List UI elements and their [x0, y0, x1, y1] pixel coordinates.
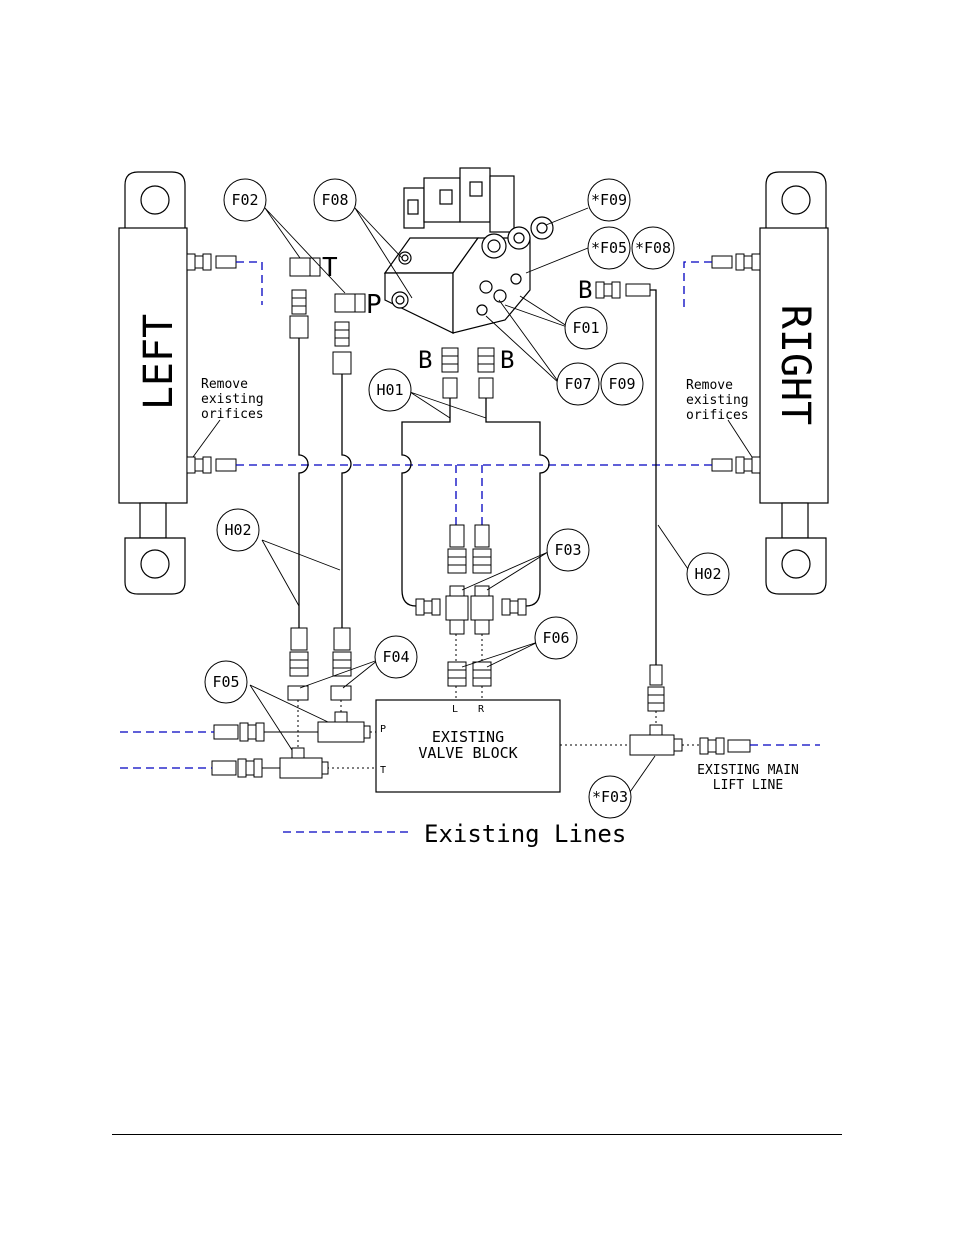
callout-f08-star: *F08 — [632, 227, 674, 269]
callout-f05: F05 — [205, 661, 247, 703]
svg-text:Remove: Remove — [201, 377, 248, 392]
left-cylinder-label: LEFT — [136, 314, 182, 410]
right-cylinder: RIGHT — [760, 172, 828, 594]
left-cylinder: LEFT — [119, 172, 187, 594]
callout-h01: H01 — [369, 369, 411, 411]
svg-text:F04: F04 — [382, 648, 409, 666]
b-fittings — [442, 348, 494, 398]
svg-text:*F09: *F09 — [591, 191, 627, 209]
callout-f06: F06 — [535, 617, 577, 659]
legend-label: Existing Lines — [424, 820, 626, 848]
svg-text:F08: F08 — [321, 191, 348, 209]
callout-f07: F07 — [557, 363, 599, 405]
svg-text:H02: H02 — [224, 521, 251, 539]
main-lift-line2: LIFT LINE — [713, 778, 783, 793]
svg-text:Remove: Remove — [686, 378, 733, 393]
callout-f09-star: *F09 — [588, 179, 630, 221]
callout-f01: F01 — [565, 307, 607, 349]
callout-f04: F04 — [375, 636, 417, 678]
block-port-t: T — [380, 765, 386, 776]
callout-f08: F08 — [314, 179, 356, 221]
port-label-p: P — [366, 290, 382, 320]
callout-h02-left: H02 — [217, 509, 259, 551]
callout-f02: F02 — [224, 179, 266, 221]
note-remove-orifices-right: Remove existing orifices — [686, 378, 752, 457]
port-label-b-mid: B — [500, 346, 514, 374]
legend-existing-lines: Existing Lines — [283, 820, 626, 848]
block-port-p: P — [380, 724, 386, 735]
block-port-l: L — [452, 704, 458, 715]
port-label-b-left: B — [418, 346, 432, 374]
callout-f03-star: *F03 — [589, 776, 631, 818]
valve-block-line2: VALVE BLOCK — [418, 744, 517, 762]
svg-text:existing: existing — [686, 393, 749, 408]
svg-text:existing: existing — [201, 392, 264, 407]
svg-text:F07: F07 — [564, 375, 591, 393]
svg-text:H01: H01 — [376, 381, 403, 399]
callout-h02-right: H02 — [687, 553, 729, 595]
svg-text:F02: F02 — [231, 191, 258, 209]
svg-text:F06: F06 — [542, 629, 569, 647]
svg-text:*F08: *F08 — [635, 239, 671, 257]
existing-valve-block: EXISTING VALVE BLOCK P T L R — [376, 700, 560, 792]
callout-f09: F09 — [601, 363, 643, 405]
port-label-t: T — [322, 253, 338, 283]
svg-text:orifices: orifices — [686, 408, 749, 423]
svg-text:F05: F05 — [212, 673, 239, 691]
manifold-valve — [385, 168, 553, 333]
svg-text:F01: F01 — [572, 319, 599, 337]
b-right-fitting — [596, 282, 650, 298]
svg-text:F09: F09 — [608, 375, 635, 393]
hose-end-fittings — [288, 525, 664, 711]
footer-rule — [112, 1134, 842, 1135]
svg-text:*F03: *F03 — [592, 788, 628, 806]
port-label-b-right: B — [578, 276, 592, 304]
callout-f03: F03 — [547, 529, 589, 571]
svg-text:*F05: *F05 — [591, 239, 627, 257]
svg-text:orifices: orifices — [201, 407, 264, 422]
svg-text:F03: F03 — [554, 541, 581, 559]
main-lift-line1: EXISTING MAIN — [697, 763, 799, 778]
svg-text:H02: H02 — [694, 565, 721, 583]
right-cylinder-label: RIGHT — [772, 305, 818, 425]
block-port-r: R — [478, 704, 485, 715]
note-remove-orifices-left: Remove existing orifices — [193, 377, 264, 457]
callout-f05-star: *F05 — [588, 227, 630, 269]
